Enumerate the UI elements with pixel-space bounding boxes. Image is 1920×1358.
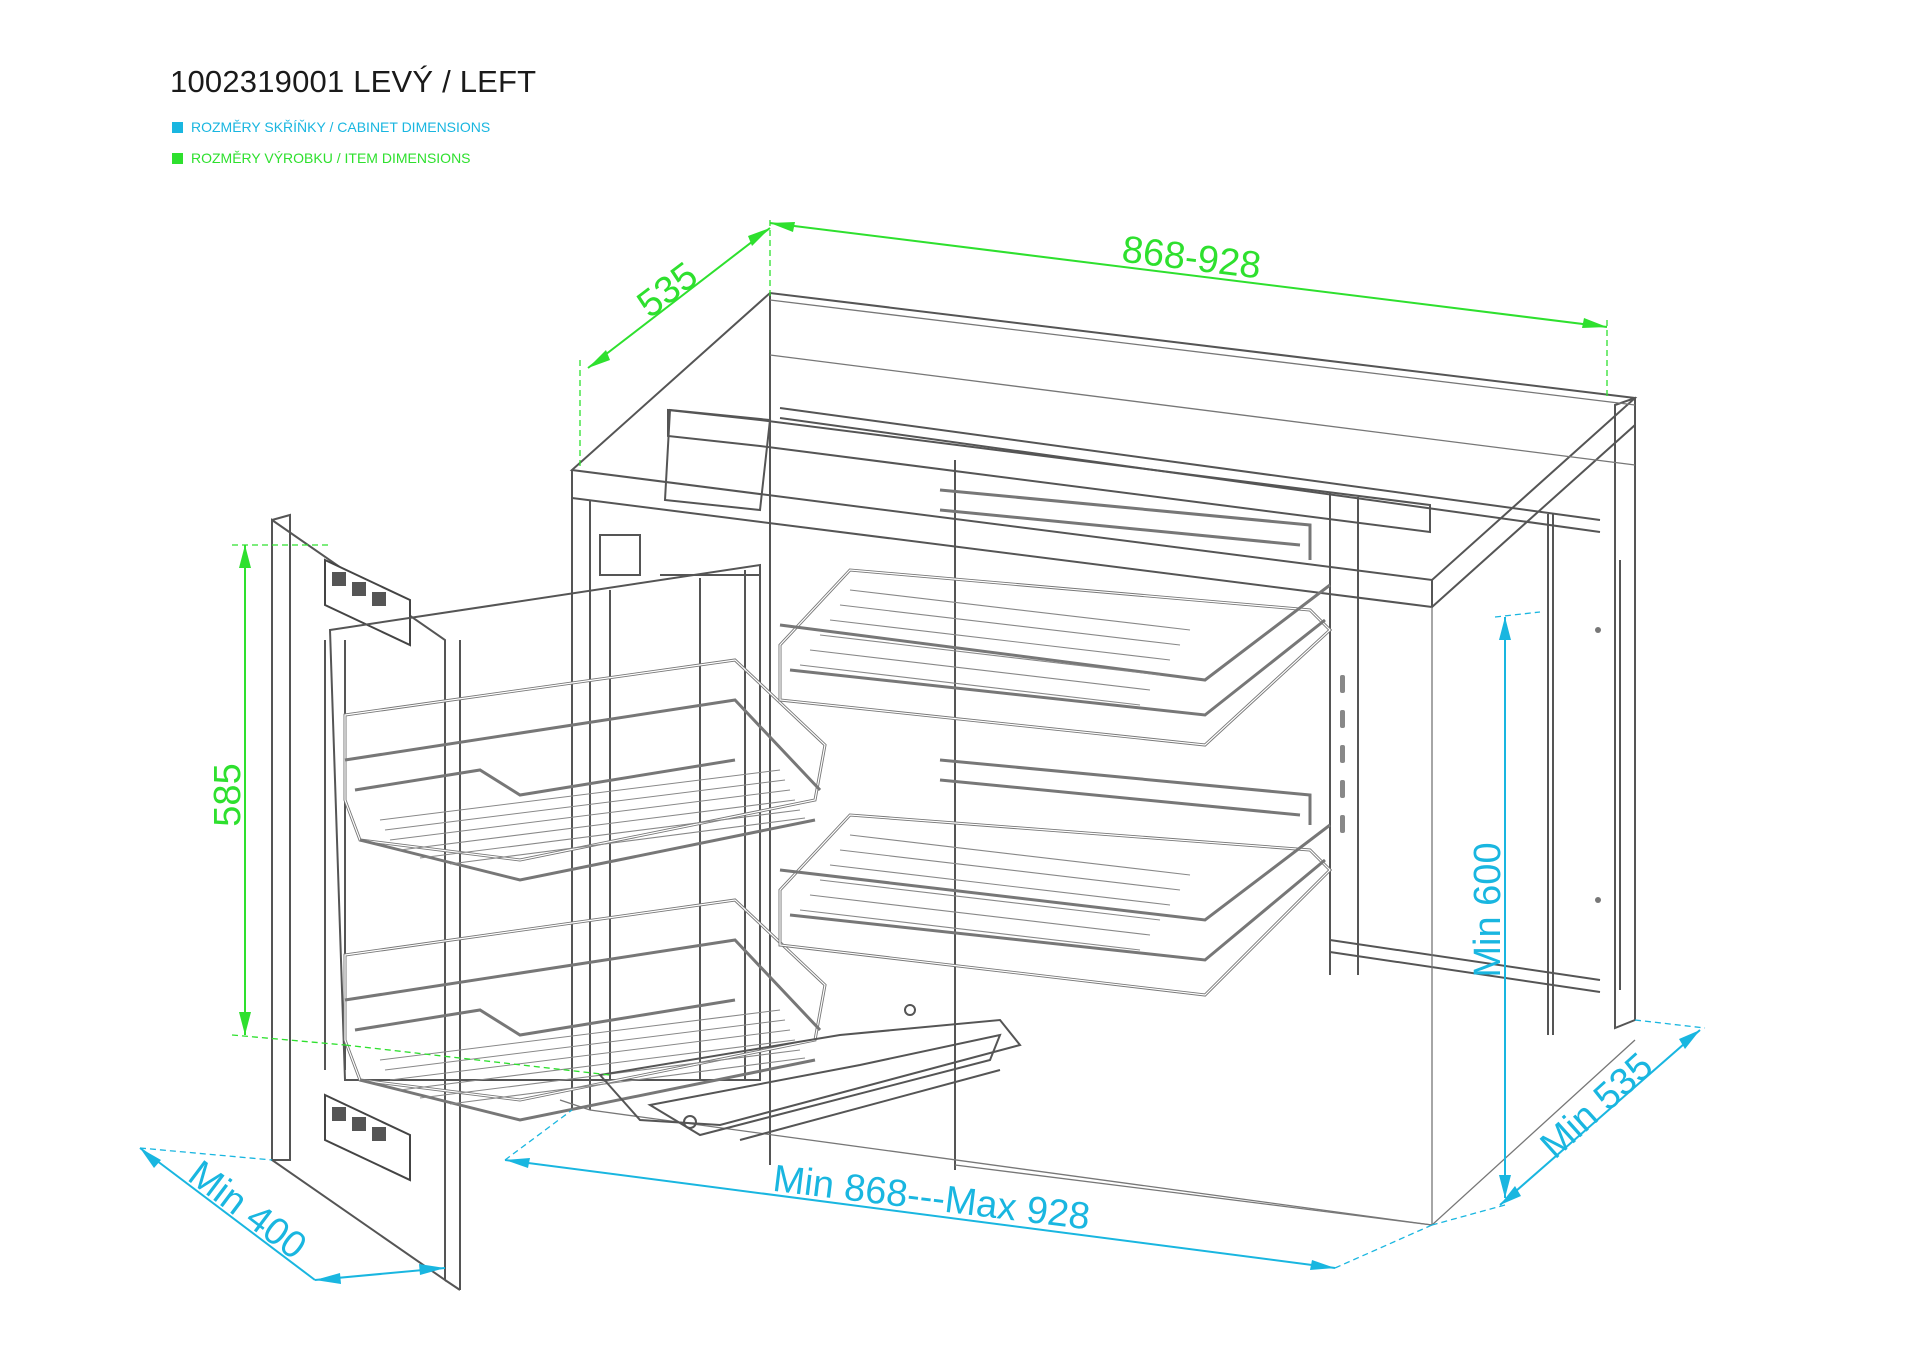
door-panel: [271, 513, 761, 1291]
cabinet-carcass: [559, 291, 1638, 1226]
basket-door-bottom: [343, 898, 827, 1122]
legend-item-dimensions: ROZMĚRY VÝROBKU / ITEM DIMENSIONS: [172, 150, 471, 166]
diagram-title: 1002319001 LEVÝ / LEFT: [170, 64, 537, 99]
dim-label-585: 585: [207, 763, 249, 826]
dim-label-868-928: 868-928: [1120, 229, 1264, 288]
legend-cabinet-label: ROZMĚRY SKŘÍŇKY / CABINET DIMENSIONS: [191, 119, 491, 135]
hinge-top: [324, 558, 411, 647]
cabinet-dimension-lines: [139, 611, 1706, 1284]
basket-cabinet-top: [778, 488, 1333, 747]
dim-label-min-535: Min 535: [1533, 1045, 1662, 1167]
swing-arm-plate: [598, 1004, 1022, 1141]
legend-cabinet-dimensions: ROZMĚRY SKŘÍŇKY / CABINET DIMENSIONS: [172, 119, 490, 135]
legend-cabinet-swatch: [172, 121, 183, 133]
legend-item-swatch: [172, 152, 183, 164]
dim-label-cabinet-width: Min 868---Max 928: [771, 1158, 1093, 1239]
basket-door-top: [343, 658, 827, 882]
dim-label-min-400: Min 400: [181, 1153, 314, 1268]
legend-item-label: ROZMĚRY VÝROBKU / ITEM DIMENSIONS: [191, 150, 471, 166]
basket-cabinet-bottom: [778, 758, 1333, 997]
upright-slots: [1340, 675, 1345, 833]
item-dimension-lines: [231, 220, 1608, 1076]
hinge-bottom: [324, 1093, 411, 1182]
dim-label-535: 535: [630, 255, 706, 327]
dim-label-min-600: Min 600: [1467, 842, 1509, 977]
